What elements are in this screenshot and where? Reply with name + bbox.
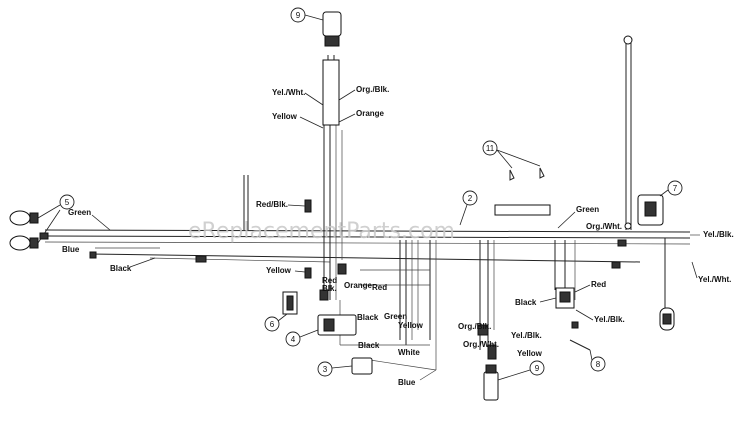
watermark-text: eReplacementParts.com bbox=[188, 219, 455, 244]
wire-label: Black bbox=[515, 298, 537, 307]
wire-label: Red bbox=[372, 283, 387, 292]
callout-label: 3 bbox=[323, 365, 328, 374]
callout-label: 7 bbox=[673, 184, 678, 193]
callout-11: 11 bbox=[482, 140, 498, 156]
main-harness bbox=[44, 55, 700, 381]
wire-label: Yellow bbox=[272, 112, 298, 121]
callout-3: 3 bbox=[317, 361, 333, 377]
component-5-headlights bbox=[9, 204, 61, 251]
callout-7: 7 bbox=[659, 180, 683, 197]
component-7-key-switch bbox=[637, 194, 664, 226]
callout-label: 9 bbox=[535, 364, 540, 373]
component-fuse-holder bbox=[659, 307, 675, 331]
callout-label: 5 bbox=[65, 198, 70, 207]
callout-label: 6 bbox=[270, 320, 275, 329]
wire-label: Green bbox=[576, 205, 599, 214]
wire-label: Black bbox=[357, 313, 379, 322]
wire-label: Orange bbox=[344, 281, 373, 290]
component-6-relay bbox=[277, 291, 298, 322]
callout-4: 4 bbox=[285, 331, 301, 347]
wire-label: Yel./Blk. bbox=[594, 315, 625, 324]
wire-label: Blue bbox=[62, 245, 80, 254]
callout-label: 4 bbox=[291, 335, 296, 344]
wire-label: Yel./Wht. bbox=[698, 275, 731, 284]
component-4-solenoid bbox=[299, 314, 357, 338]
wire-label: Org./Blk. bbox=[458, 322, 491, 331]
wire-label: Yel./Blk. bbox=[703, 230, 734, 239]
wire-label: White bbox=[398, 348, 420, 357]
wire-label: Org./Wht. bbox=[463, 340, 499, 349]
wire-label: Red/Blk. bbox=[256, 200, 288, 209]
component-8-pin bbox=[569, 339, 593, 361]
callout-2: 2 bbox=[462, 190, 478, 206]
component-9-bottom-switch bbox=[483, 364, 531, 401]
wire-label: Yel./Wht. bbox=[272, 88, 305, 97]
wire-label: Green bbox=[68, 208, 91, 217]
wire-label: Black bbox=[110, 264, 132, 273]
wire-labels: Green Blue Black Yel./Wht. Org./Blk. Yel… bbox=[62, 85, 734, 387]
component-9-top-switch bbox=[322, 11, 342, 47]
callout-label: 11 bbox=[486, 144, 495, 153]
component-seat-switch bbox=[555, 287, 575, 309]
callouts: 9 11 5 7 2 6 4 3 bbox=[59, 7, 683, 377]
callout-5: 5 bbox=[59, 194, 75, 210]
component-2-bracket bbox=[459, 201, 551, 226]
callout-label: 8 bbox=[596, 360, 601, 369]
wire-label: Yel./Blk. bbox=[511, 331, 542, 340]
component-11-clips bbox=[496, 149, 545, 181]
callout-8: 8 bbox=[590, 356, 606, 372]
wire-label: Orange bbox=[356, 109, 385, 118]
component-3-switch bbox=[331, 357, 373, 375]
callout-label: 9 bbox=[296, 11, 301, 20]
wire-label: Org./Wht. bbox=[586, 222, 622, 231]
wire-label: Green bbox=[384, 312, 407, 321]
wire-label: Blue bbox=[398, 378, 416, 387]
wire-label: Yellow bbox=[398, 321, 424, 330]
wire-label: Yellow bbox=[266, 266, 292, 275]
component-antenna-post bbox=[623, 35, 633, 230]
wire-label: Red bbox=[322, 276, 337, 285]
callout-9-bottom: 9 bbox=[529, 360, 545, 376]
callout-6: 6 bbox=[264, 316, 280, 332]
callout-9-top: 9 bbox=[290, 7, 324, 23]
wire-label: Yellow bbox=[517, 349, 543, 358]
wire-label: Blk. bbox=[322, 284, 337, 293]
component-left-probe bbox=[243, 175, 249, 230]
wire-label: Red bbox=[591, 280, 606, 289]
callout-label: 2 bbox=[468, 194, 473, 203]
wire-label: Org./Blk. bbox=[356, 85, 389, 94]
wire-label: Black bbox=[358, 341, 380, 350]
